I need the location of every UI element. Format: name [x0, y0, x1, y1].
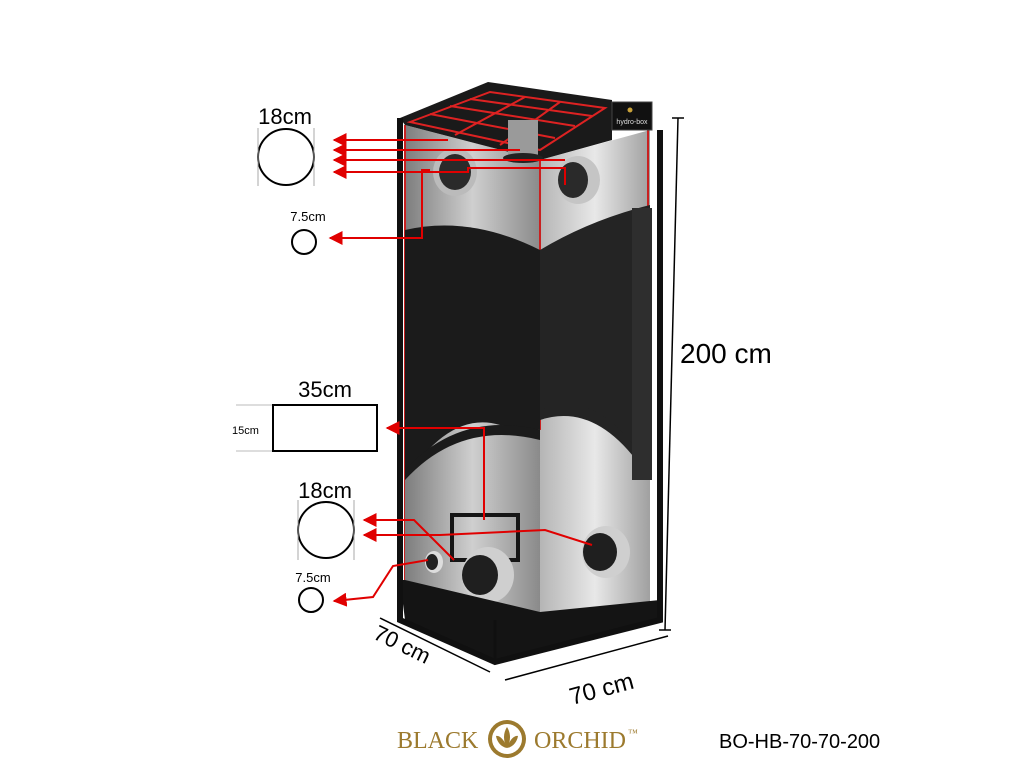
brand-right: ORCHID: [534, 728, 626, 754]
top-duct-size: 18cm: [258, 104, 312, 129]
bottom-small-circle: [298, 587, 324, 613]
brand-footer: BLACK ORCHID ™ BO-HB-70-70-200: [397, 720, 880, 758]
brand-left: BLACK: [397, 728, 479, 754]
vent-rect: [272, 404, 378, 452]
arrow-bottom-2: [362, 528, 593, 546]
height-dimension: 200 cm: [659, 117, 772, 631]
pointer-arrows: [328, 133, 593, 607]
arrow-top-small: [328, 169, 430, 245]
top-small-size: 7.5cm: [290, 209, 325, 224]
bottom-duct-circle: [297, 501, 355, 559]
arrow-bottom-1: [362, 513, 455, 561]
bottom-small-callout: 7.5cm: [295, 570, 331, 613]
bottom-duct-size: 18cm: [298, 478, 352, 503]
arrow-vent: [385, 421, 485, 520]
model-number: BO-HB-70-70-200: [719, 731, 880, 753]
patch-logo-icon: [627, 107, 633, 113]
brand-patch: [611, 101, 653, 131]
height-label: 200 cm: [680, 338, 772, 369]
vent-callout: 35cm 15cm: [232, 377, 378, 452]
tent-base: [400, 580, 660, 660]
bottom-small-size: 7.5cm: [295, 570, 330, 585]
arrow-bottom-small: [332, 559, 429, 607]
vent-width: 35cm: [298, 377, 352, 402]
grow-tent: hydro-box: [397, 82, 663, 666]
brand-tm: ™: [628, 728, 638, 739]
top-duct-callout: 18cm: [257, 104, 315, 186]
arrow-top-4: [332, 165, 566, 185]
hanging-duct: [508, 120, 538, 158]
top-small-callout: 7.5cm: [290, 209, 326, 255]
patch-text: hydro-box: [616, 119, 648, 126]
rolled-door: [632, 208, 652, 480]
top-duct-circle: [257, 128, 315, 186]
width-label: 70 cm: [567, 668, 637, 711]
bottom-duct-callout: 18cm: [297, 478, 355, 560]
lower-inner-right: [540, 428, 650, 620]
vent-height: 15cm: [232, 425, 259, 437]
top-small-circle: [291, 229, 317, 255]
orchid-logo-icon: [488, 720, 526, 758]
